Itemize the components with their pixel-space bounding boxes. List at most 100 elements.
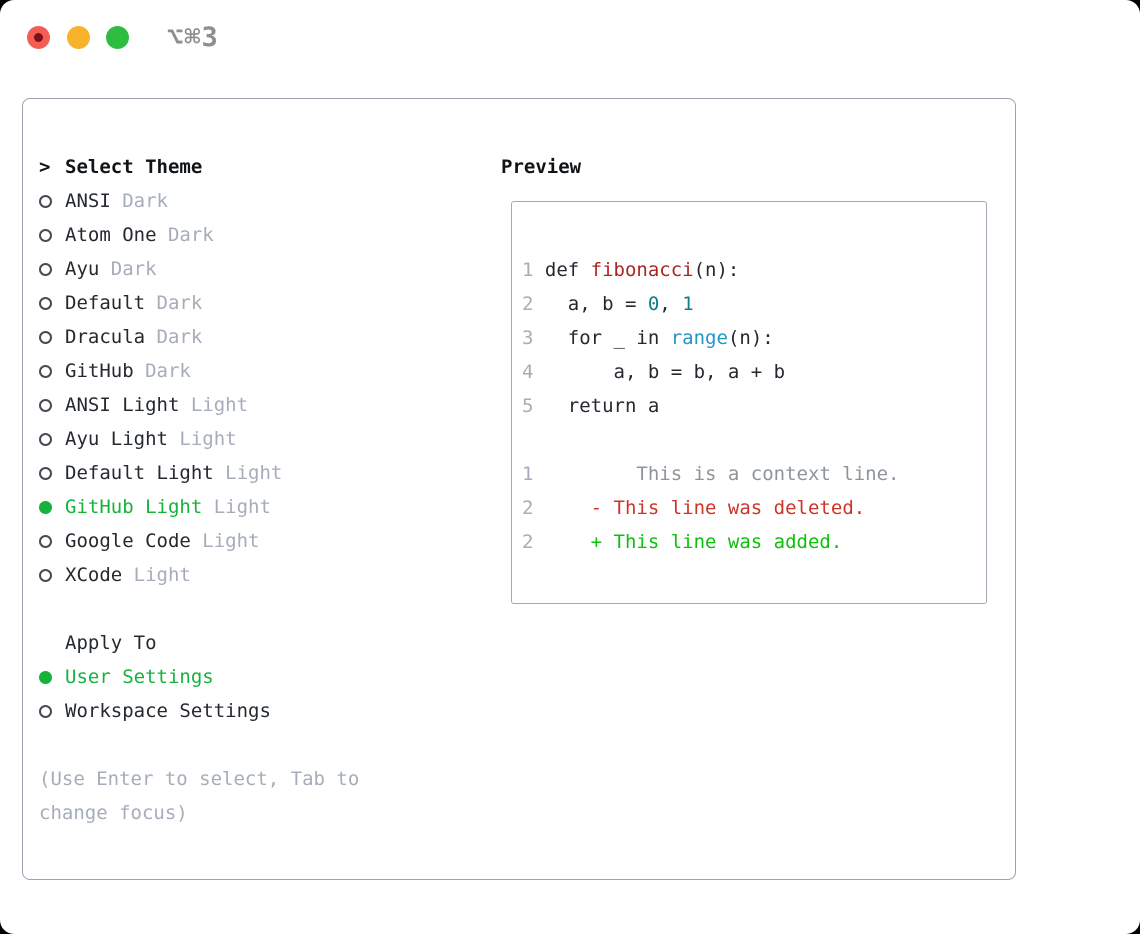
theme-option-ansi-light[interactable]: ANSI Light Light bbox=[39, 388, 489, 422]
gutter bbox=[39, 704, 65, 718]
spacer bbox=[39, 728, 489, 762]
code-segment: return a bbox=[533, 395, 660, 417]
hint-text: change focus) bbox=[39, 802, 188, 824]
theme-name: XCode bbox=[65, 564, 123, 586]
code-blank-line bbox=[522, 423, 900, 457]
code-segment: (n): bbox=[727, 327, 774, 349]
code-segment bbox=[533, 497, 590, 519]
code-segment: a, b = b, a + b bbox=[533, 361, 786, 383]
code-segment: 1 bbox=[682, 293, 694, 315]
theme-name: Google Code bbox=[65, 530, 191, 552]
gutter bbox=[39, 364, 65, 378]
gutter bbox=[39, 228, 65, 242]
radio-selected-icon bbox=[39, 500, 52, 514]
gutter bbox=[39, 670, 65, 684]
theme-variant: Dark bbox=[156, 224, 214, 246]
code-line: 4 a, b = b, a + b bbox=[522, 355, 900, 389]
radio-icon bbox=[39, 398, 52, 412]
theme-option-google-code[interactable]: Google Code Light bbox=[39, 524, 489, 558]
theme-option-github-light[interactable]: GitHub Light Light bbox=[39, 490, 489, 524]
radio-icon bbox=[39, 364, 52, 378]
line-number: 1 bbox=[522, 259, 534, 281]
radio-icon bbox=[39, 194, 52, 208]
theme-variant: Light bbox=[122, 564, 191, 586]
code-line: 2 + This line was added. bbox=[522, 525, 900, 559]
theme-name: Dracula bbox=[65, 326, 146, 348]
theme-variant: Dark bbox=[145, 292, 203, 314]
gutter bbox=[39, 534, 65, 548]
apply-to-label: Apply To bbox=[65, 632, 157, 654]
code-line: 2 a, b = 0, 1 bbox=[522, 287, 900, 321]
radio-icon bbox=[39, 296, 52, 310]
theme-variant: Dark bbox=[145, 326, 203, 348]
radio-icon bbox=[39, 432, 52, 446]
theme-variant: Dark bbox=[133, 360, 191, 382]
theme-option-ansi[interactable]: ANSI Dark bbox=[39, 184, 489, 218]
gutter bbox=[39, 296, 65, 310]
theme-option-xcode[interactable]: XCode Light bbox=[39, 558, 489, 592]
radio-selected-icon bbox=[39, 670, 52, 684]
line-number: 2 bbox=[522, 497, 534, 519]
gutter bbox=[39, 194, 65, 208]
theme-variant: Dark bbox=[110, 190, 168, 212]
line-number: 2 bbox=[522, 293, 534, 315]
code-segment: , bbox=[659, 293, 683, 315]
keyboard-hint-line: (Use Enter to select, Tab to bbox=[39, 762, 489, 796]
code-segment: 0 bbox=[647, 293, 660, 315]
theme-name: GitHub Light bbox=[65, 496, 203, 518]
code-line: 2 - This line was deleted. bbox=[522, 491, 900, 525]
code-segment: This is a context line. bbox=[533, 463, 900, 485]
theme-variant: Light bbox=[213, 462, 283, 484]
code-segment: + This line was added. bbox=[590, 531, 843, 553]
zoom-button[interactable] bbox=[106, 26, 129, 49]
theme-option-atom-one[interactable]: Atom One Dark bbox=[39, 218, 489, 252]
line-number: 4 bbox=[522, 361, 534, 383]
theme-name: Ayu bbox=[65, 258, 100, 280]
gutter bbox=[39, 262, 65, 276]
code-segment: - This line was deleted. bbox=[590, 497, 866, 519]
select-theme-header: > Select Theme bbox=[39, 150, 489, 184]
gutter bbox=[39, 568, 65, 582]
theme-option-ayu-light[interactable]: Ayu Light Light bbox=[39, 422, 489, 456]
code-line: 1 def fibonacci(n): bbox=[522, 253, 900, 287]
apply-option-label: Workspace Settings bbox=[65, 700, 271, 722]
theme-variant: Dark bbox=[99, 258, 157, 280]
gutter bbox=[39, 466, 65, 480]
code-segment: fibonacci bbox=[590, 259, 694, 281]
radio-icon bbox=[39, 704, 52, 718]
theme-variant: Light bbox=[190, 530, 260, 552]
window-title-shortcut: ⌥⌘3 bbox=[167, 22, 219, 53]
line-number: 1 bbox=[522, 463, 534, 485]
radio-icon bbox=[39, 228, 52, 242]
theme-name: ANSI Light bbox=[65, 394, 180, 416]
line-number: 5 bbox=[522, 395, 534, 417]
radio-icon bbox=[39, 466, 52, 480]
titlebar: ⌥⌘3 bbox=[0, 0, 1140, 76]
close-button[interactable] bbox=[27, 26, 50, 49]
theme-name: Default Light bbox=[65, 462, 214, 484]
theme-option-default[interactable]: Default Dark bbox=[39, 286, 489, 320]
select-theme-label: Select Theme bbox=[65, 156, 203, 178]
code-segment: def bbox=[533, 259, 591, 281]
hint-text: (Use Enter to select, Tab to bbox=[39, 768, 360, 790]
theme-name: ANSI bbox=[65, 190, 111, 212]
close-dot-icon bbox=[34, 33, 43, 42]
apply-option-user-settings[interactable]: User Settings bbox=[39, 660, 489, 694]
code-segment bbox=[533, 531, 590, 553]
theme-variant: Light bbox=[202, 496, 271, 518]
radio-icon bbox=[39, 262, 52, 276]
apply-to-header: Apply To bbox=[39, 626, 489, 660]
theme-variant: Light bbox=[179, 394, 249, 416]
minimize-button[interactable] bbox=[67, 26, 90, 49]
theme-option-github[interactable]: GitHub Dark bbox=[39, 354, 489, 388]
apply-option-workspace-settings[interactable]: Workspace Settings bbox=[39, 694, 489, 728]
keyboard-hint-line: change focus) bbox=[39, 796, 489, 830]
cursor-prefix: > bbox=[39, 156, 51, 178]
code-segment: for _ in bbox=[533, 327, 671, 349]
theme-option-default-light[interactable]: Default Light Light bbox=[39, 456, 489, 490]
theme-option-dracula[interactable]: Dracula Dark bbox=[39, 320, 489, 354]
code-line: 3 for _ in range(n): bbox=[522, 321, 900, 355]
theme-option-ayu[interactable]: Ayu Dark bbox=[39, 252, 489, 286]
